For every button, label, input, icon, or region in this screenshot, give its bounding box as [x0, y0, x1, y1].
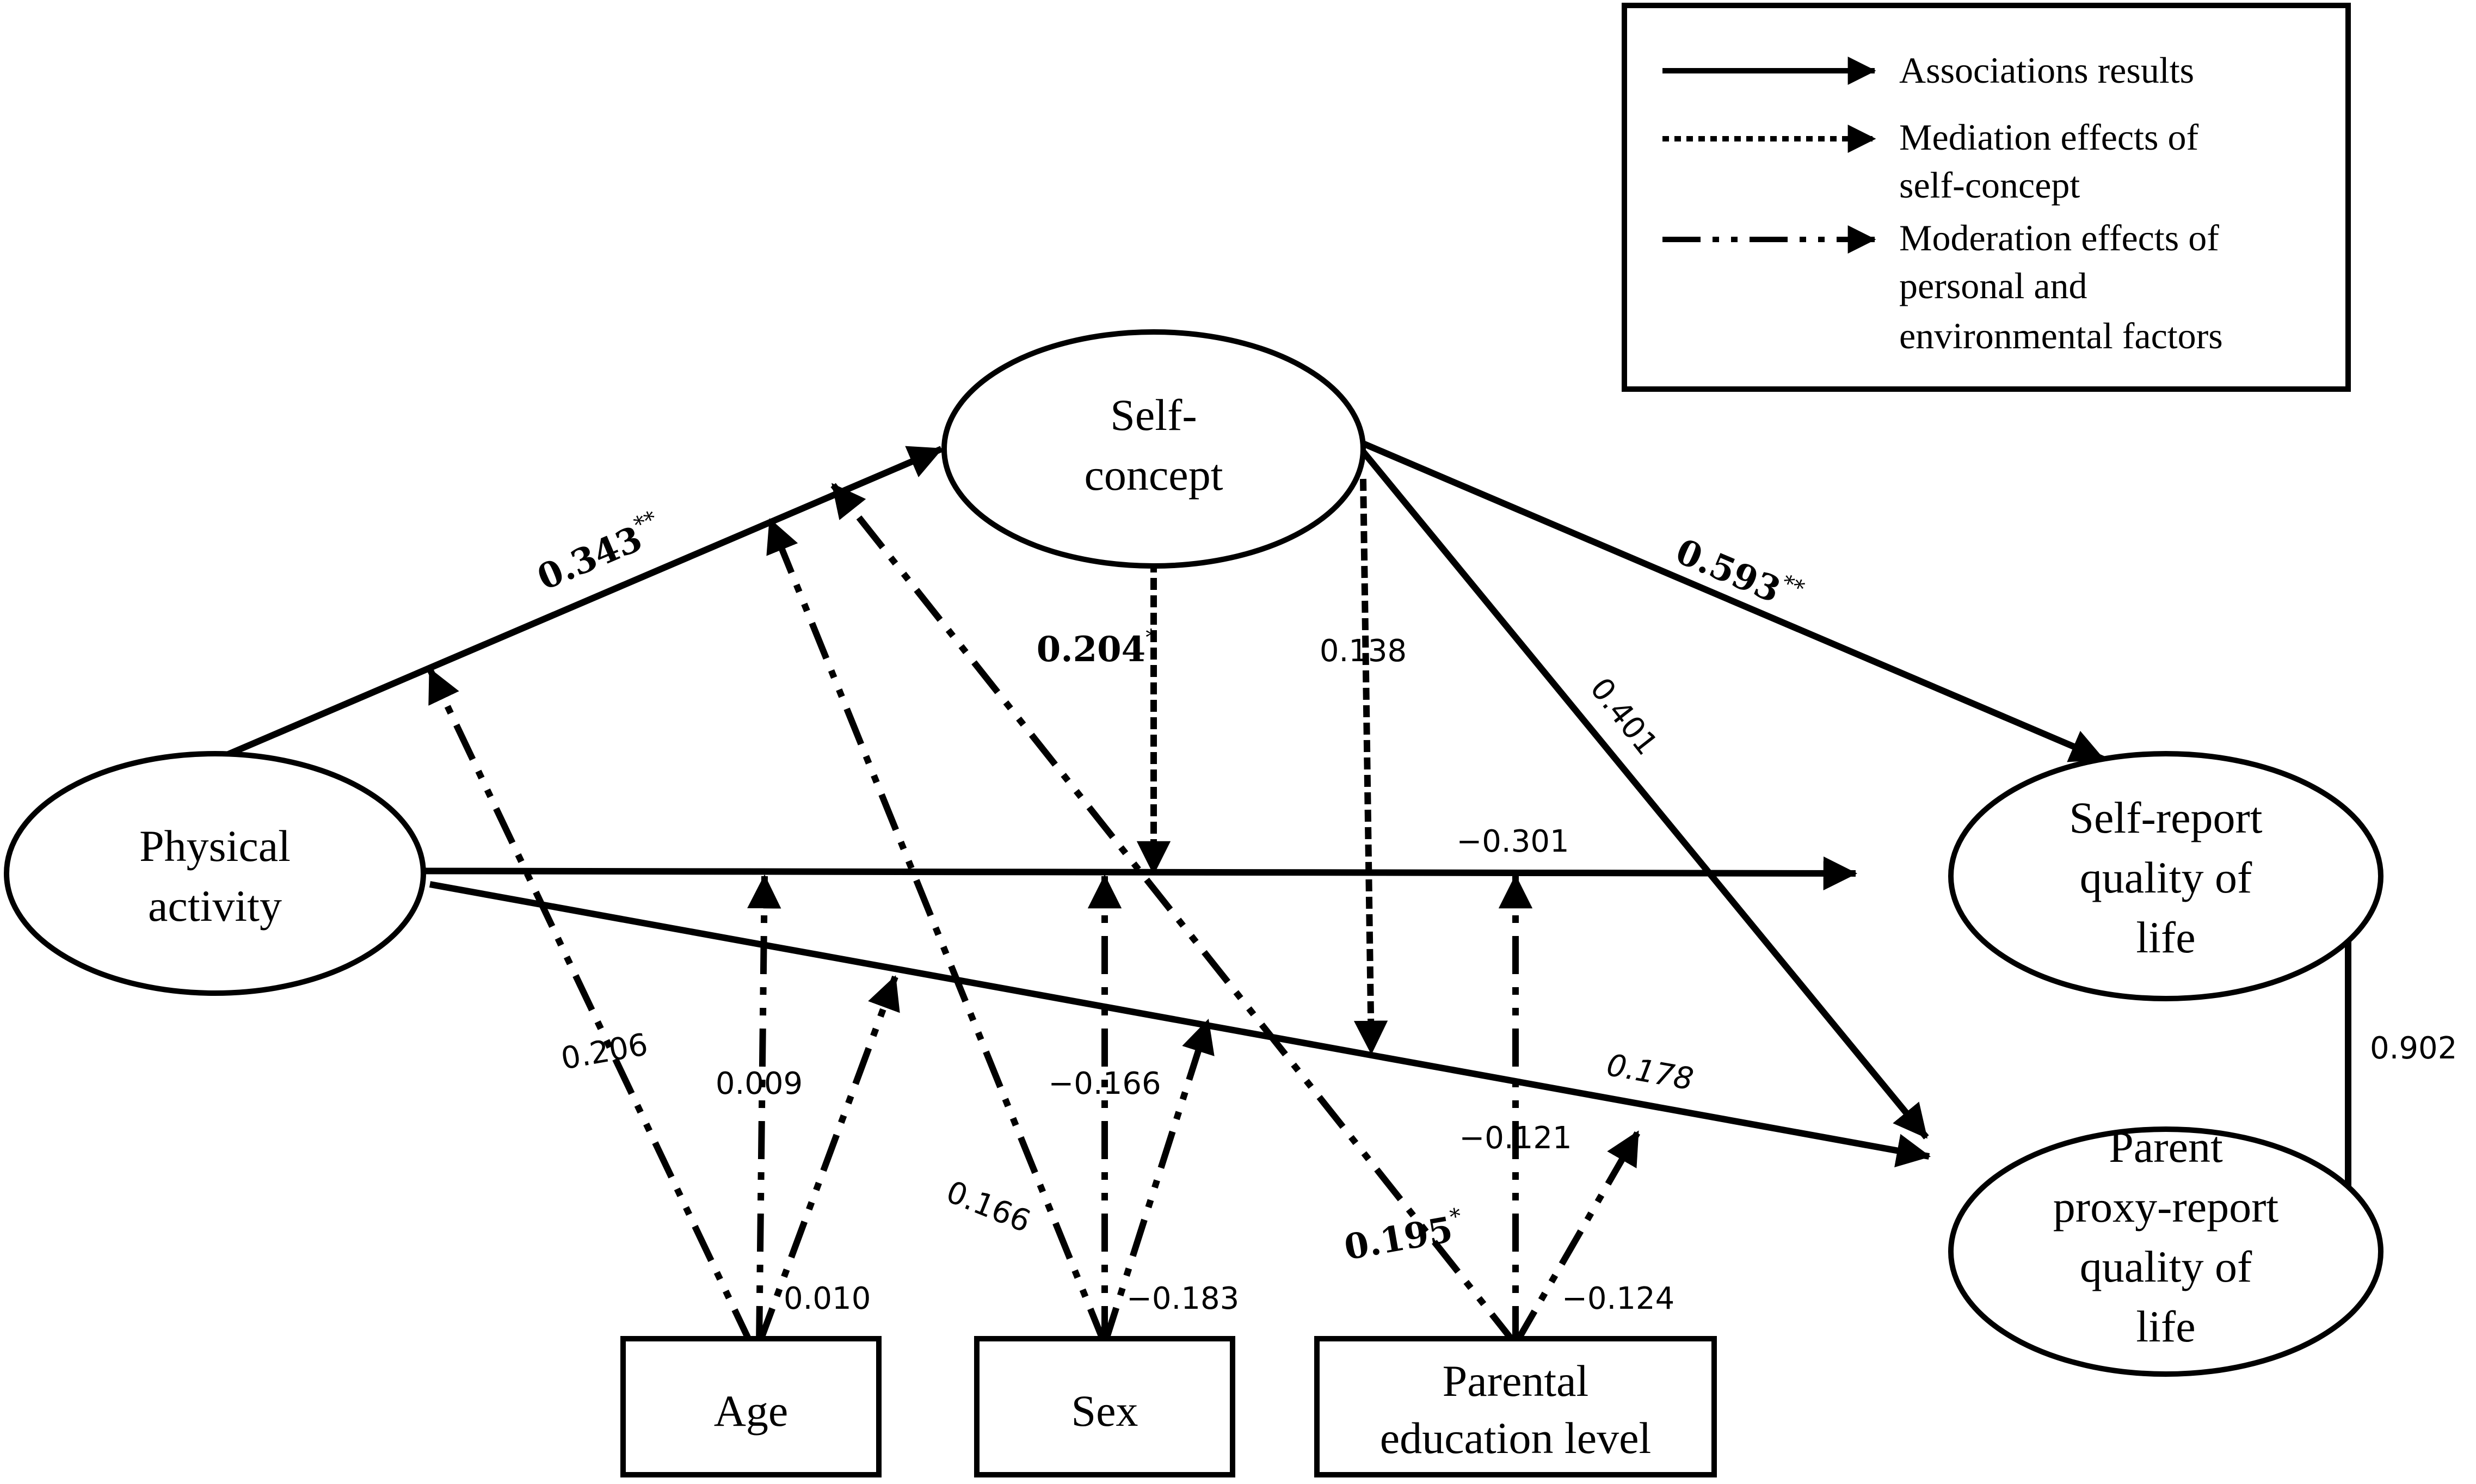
coef-sex-moderation-pp: −0.183: [1126, 1281, 1239, 1316]
node-parental-education-label-1: Parental: [1443, 1356, 1589, 1406]
node-self-report-qol: Self-report quality of life: [1948, 751, 2383, 1001]
path-age-moderation-sc: [427, 668, 780, 1381]
coef-pp-to-sr: 0.902: [2370, 1031, 2457, 1066]
legend-moderation-label-2: personal and: [1899, 265, 2087, 306]
node-self-report-qol-label-3: life: [2136, 913, 2195, 962]
coef-sc-to-pp: 0.401: [1583, 672, 1665, 762]
coef-mediation-sr: 0.204*: [1037, 625, 1156, 670]
node-sex-label: Sex: [1071, 1386, 1138, 1436]
node-sex: Sex: [974, 1336, 1235, 1477]
path-sc-to-sr: [1362, 440, 2105, 762]
node-physical-activity: Physical activity: [4, 751, 426, 996]
path-edu-moderation-pp: [1512, 1130, 1641, 1346]
node-parent-proxy-qol: Parent proxy-report quality of life: [1948, 1122, 2383, 1377]
node-parent-proxy-qol-label-4: life: [2136, 1302, 2195, 1351]
legend: Associations results Mediation effects o…: [1622, 3, 2351, 392]
node-age: Age: [620, 1336, 882, 1477]
legend-moderation-label-1: Moderation effects of: [1899, 217, 2219, 258]
node-self-report-qol-label-2: quality of: [2080, 853, 2252, 902]
node-parent-proxy-qol-label-1: Parent: [2109, 1122, 2223, 1172]
node-self-concept-label-1: Self-: [1110, 390, 1197, 440]
node-parent-proxy-qol-label-3: quality of: [2080, 1242, 2252, 1291]
coef-pa-to-sr: −0.301: [1456, 824, 1569, 859]
coef-sex-moderation-sc: 0.166: [941, 1174, 1036, 1240]
node-parental-education-label-2: education level: [1380, 1413, 1652, 1463]
node-age-label: Age: [714, 1386, 789, 1436]
path-age-moderation-pp: [756, 975, 900, 1346]
node-self-concept-label-2: concept: [1085, 450, 1223, 500]
coef-edu-moderation-sr: −0.121: [1459, 1120, 1572, 1156]
coef-mediation-pp: 0.138: [1320, 633, 1407, 669]
coef-age-moderation-sr: 0.009: [716, 1066, 803, 1101]
path-pa-to-sr: [272, 856, 1858, 891]
path-pa-to-sc: [221, 446, 943, 760]
coef-pa-to-sc: 0.343**: [530, 506, 668, 598]
node-self-concept: Self- concept: [941, 329, 1366, 569]
coef-edu-moderation-pp: −0.124: [1562, 1281, 1674, 1316]
path-sc-to-pp: [1360, 449, 1929, 1140]
legend-moderation-label-3: environmental factors: [1899, 315, 2223, 356]
coef-age-moderation-pp: 0.010: [784, 1281, 871, 1316]
node-parental-education: Parental education level: [1314, 1336, 1717, 1477]
legend-mediation-label-1: Mediation effects of: [1899, 116, 2198, 158]
legend-associations-label: Associations results: [1899, 50, 2194, 91]
legend-mediation-label-2: self-concept: [1899, 164, 2080, 206]
coef-age-moderation-sc: 0.206: [558, 1027, 650, 1077]
node-physical-activity-label-2: activity: [148, 881, 282, 931]
coef-pa-to-pp: 0.178: [1604, 1048, 1696, 1098]
path-age-moderation-sr: [747, 874, 781, 1345]
node-physical-activity-label-1: Physical: [139, 821, 291, 871]
path-mediation-to-pp: [1353, 478, 1388, 1055]
coef-sex-moderation-sr: −0.166: [1048, 1066, 1161, 1101]
node-parent-proxy-qol-label-2: proxy-report: [2053, 1182, 2279, 1231]
node-self-report-qol-label-1: Self-report: [2069, 793, 2262, 842]
